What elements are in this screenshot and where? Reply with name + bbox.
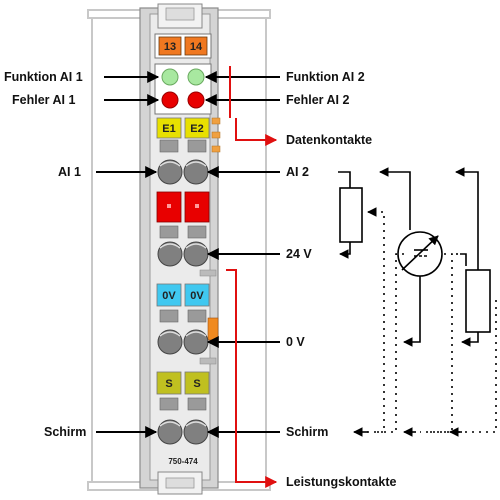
label-schirm-right: Schirm xyxy=(286,425,328,439)
led-funktion-ai1 xyxy=(161,68,179,86)
terminal-s-labels: S S xyxy=(156,371,210,411)
label-ai1: AI 1 xyxy=(58,165,81,179)
leistungskontakte-bracket xyxy=(226,269,278,488)
sensor-1-shield xyxy=(364,211,385,433)
label-fehler-ai2: Fehler AI 2 xyxy=(286,93,349,107)
sensor-resistor-2 xyxy=(455,167,491,347)
label-fehler-ai1: Fehler AI 1 xyxy=(12,93,75,107)
terminal-label-13: 13 xyxy=(164,41,176,53)
terminal-label-14: 14 xyxy=(190,41,203,53)
release-tabs-red xyxy=(156,191,210,223)
label-s-2: S xyxy=(193,378,200,390)
label-0v-2: 0V xyxy=(190,290,204,302)
label-ai2: AI 2 xyxy=(286,165,309,179)
terminal-row-schirm xyxy=(157,419,209,445)
label-schirm-left: Schirm xyxy=(44,425,86,439)
label-funktion-ai1: Funktion AI 1 xyxy=(4,70,83,84)
sensor-resistor-1 xyxy=(338,171,377,259)
label-leistungskontakte: Leistungskontakte xyxy=(286,475,396,489)
terminal-e-labels: E1 E2 xyxy=(156,117,210,153)
datenkontakte-bracket xyxy=(229,66,278,146)
led-fehler-ai2 xyxy=(187,91,205,109)
led-fehler-ai1 xyxy=(161,91,179,109)
terminal-header: 13 14 xyxy=(154,33,212,59)
sensor-transducer xyxy=(379,167,443,347)
label-24v: 24 V xyxy=(286,247,312,261)
led-panel xyxy=(154,63,212,115)
label-e1: E1 xyxy=(162,123,175,135)
terminal-0v-labels: 0V 0V xyxy=(156,283,210,323)
model-number: 750-474 xyxy=(168,457,198,466)
terminal-row-24v xyxy=(157,225,209,267)
led-funktion-ai2 xyxy=(187,68,205,86)
label-datenkontakte: Datenkontakte xyxy=(286,133,372,147)
label-funktion-ai2: Funktion AI 2 xyxy=(286,70,365,84)
label-0v: 0 V xyxy=(286,335,305,349)
sensor-2-shield xyxy=(372,253,453,433)
label-s-1: S xyxy=(165,378,172,390)
right-arrows xyxy=(204,71,280,438)
label-e2: E2 xyxy=(190,123,203,135)
terminal-row-ai xyxy=(157,159,209,185)
left-arrows xyxy=(96,71,160,438)
label-0v-1: 0V xyxy=(162,290,176,302)
terminal-row-0v xyxy=(157,329,209,355)
